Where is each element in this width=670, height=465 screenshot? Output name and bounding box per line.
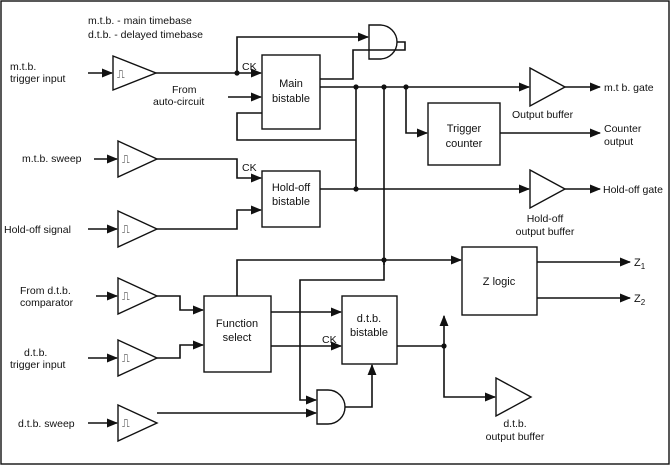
dtb-sweep-label: d.t.b. sweep <box>18 418 75 430</box>
schmitt-icon: ⎍ <box>122 223 130 236</box>
z-logic-block <box>461 246 538 316</box>
wiring: CK CK CK <box>156 32 632 418</box>
dtb-trigger-label-2: trigger input <box>10 359 66 371</box>
holdoff-signal-buffer: ⎍ <box>117 209 159 249</box>
main-bistable-label-1: Main <box>279 78 303 90</box>
trigger-counter-label-2: counter <box>446 138 483 150</box>
counter-output-label-1: Counter <box>604 123 642 135</box>
holdoff-ck-label: CK <box>242 162 257 174</box>
holdoff-bistable-label-1: Hold-off <box>272 182 311 194</box>
mtb-gate-label: m.t b. gate <box>604 82 654 94</box>
z-logic-label: Z logic <box>483 276 516 288</box>
main-bistable-label-2: bistable <box>272 93 310 105</box>
z2-label: Z2 <box>634 293 646 307</box>
schmitt-icon: ⎍ <box>122 153 130 166</box>
mtb-trigger-label-1: m.t.b. <box>10 61 36 73</box>
trigger-counter-label-1: Trigger <box>447 123 482 135</box>
function-select-label-1: Function <box>216 318 258 330</box>
dtb-and-gate <box>316 389 346 425</box>
legend-mtb: m.t.b. - main timebase <box>88 15 192 27</box>
function-select-label-2: select <box>223 332 252 344</box>
z1-letter: Z <box>634 257 641 269</box>
dtb-bistable-label-1: d.t.b. <box>357 313 381 325</box>
schmitt-icon: ⎍ <box>122 417 130 430</box>
holdoff-gate-label: Hold-off gate <box>603 184 663 196</box>
main-ck-label: CK <box>242 61 257 73</box>
dtb-output-buffer <box>495 376 533 418</box>
dtb-buffer-label-2: output buffer <box>486 431 545 443</box>
main-bistable-block <box>261 54 321 130</box>
dtb-sweep-buffer: ⎍ <box>117 403 159 443</box>
dtb-comparator-buffer: ⎍ <box>117 276 159 316</box>
counter-output-label-2: output <box>604 136 633 148</box>
mtb-and-gate <box>368 24 398 60</box>
dtb-comparator-label-1: From d.t.b. <box>20 285 71 297</box>
dtb-buffer-label-1: d.t.b. <box>503 418 526 430</box>
z2-letter: Z <box>634 293 641 305</box>
holdoff-buffer-label-2: output buffer <box>516 226 575 238</box>
schmitt-icon: ⎍ <box>117 68 125 81</box>
legend-dtb: d.t.b. - delayed timebase <box>88 29 203 41</box>
auto-circuit-label-2: auto-circuit <box>153 96 204 108</box>
mtb-output-buffer <box>529 66 567 108</box>
trigger-counter-block <box>427 102 501 166</box>
dtb-trigger-buffer: ⎍ <box>117 338 159 378</box>
z2-subscript: 2 <box>641 298 646 307</box>
holdoff-bistable-label-2: bistable <box>272 196 310 208</box>
dtb-comparator-label-2: comparator <box>20 297 74 309</box>
dtb-bistable-block <box>341 295 398 365</box>
z1-subscript: 1 <box>641 262 646 271</box>
mtb-trigger-buffer: ⎍ <box>112 54 158 92</box>
auto-circuit-label-1: From <box>172 84 197 96</box>
holdoff-output-buffer <box>529 168 567 210</box>
z1-label: Z1 <box>634 257 646 271</box>
mtb-sweep-buffer: ⎍ <box>117 139 159 179</box>
dtb-bistable-label-2: bistable <box>350 327 388 339</box>
dtb-trigger-label-1: d.t.b. <box>24 347 47 359</box>
mtb-sweep-label: m.t.b. sweep <box>22 153 82 165</box>
dtb-ck-label: CK <box>322 334 337 346</box>
schmitt-icon: ⎍ <box>122 290 130 303</box>
holdoff-buffer-label-1: Hold-off <box>527 213 564 225</box>
holdoff-signal-label: Hold-off signal <box>4 224 71 236</box>
schmitt-icon: ⎍ <box>122 352 130 365</box>
mtb-trigger-label-2: trigger input <box>10 73 66 85</box>
holdoff-bistable-block <box>261 170 321 228</box>
output-buffer-label: Output buffer <box>512 109 574 121</box>
